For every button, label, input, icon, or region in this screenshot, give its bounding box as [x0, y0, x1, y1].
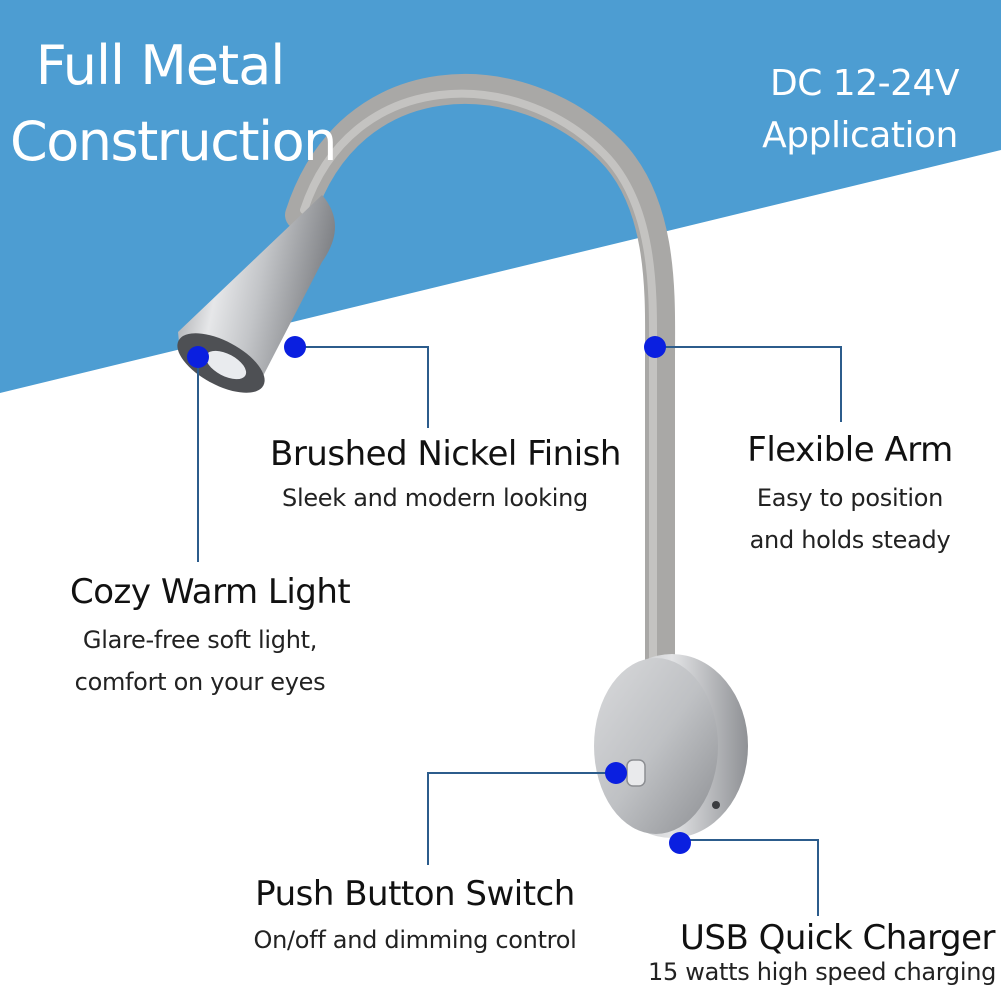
- feature-flexible-title: Flexible Arm: [747, 430, 953, 470]
- feature-push-title: Push Button Switch: [255, 874, 575, 914]
- push-button-shape: [626, 759, 646, 787]
- marker-usb: [669, 832, 691, 854]
- feature-brushed-desc: Sleek and modern looking: [282, 484, 588, 512]
- lamp-head-shape: [178, 195, 335, 382]
- headline-right-line1: DC 12-24V: [770, 63, 960, 104]
- lamp-lens-glow: [205, 350, 247, 380]
- usb-port-shape: [712, 801, 720, 809]
- feature-cozy-desc1: Glare-free soft light,: [82, 626, 318, 654]
- leader-brushed: [295, 346, 429, 428]
- leader-flexible: [655, 346, 842, 422]
- feature-flexible-desc1: Easy to position: [756, 484, 944, 512]
- marker-cozy: [187, 346, 209, 368]
- feature-push-desc: On/off and dimming control: [253, 926, 577, 954]
- feature-usb-desc: 15 watts high speed charging: [648, 958, 997, 986]
- marker-flexible: [644, 336, 666, 358]
- leader-usb: [680, 839, 819, 916]
- marker-push: [605, 762, 627, 784]
- leader-push: [427, 772, 616, 865]
- feature-cozy-title: Cozy Warm Light: [70, 572, 351, 612]
- feature-cozy-desc2: comfort on your eyes: [74, 668, 326, 696]
- marker-dots: [187, 336, 691, 854]
- feature-brushed-title: Brushed Nickel Finish: [270, 434, 621, 474]
- headline-right-line2: Application: [762, 115, 958, 156]
- feature-usb-title: USB Quick Charger: [680, 918, 996, 958]
- flexible-arm-highlight: [300, 89, 658, 704]
- leader-lines: [197, 346, 842, 916]
- base-front: [594, 658, 718, 834]
- feature-flexible-desc2: and holds steady: [749, 526, 951, 554]
- headline-left-line1: Full Metal: [35, 34, 286, 97]
- headline-left-line2: Construction: [10, 110, 337, 173]
- marker-brushed: [284, 336, 306, 358]
